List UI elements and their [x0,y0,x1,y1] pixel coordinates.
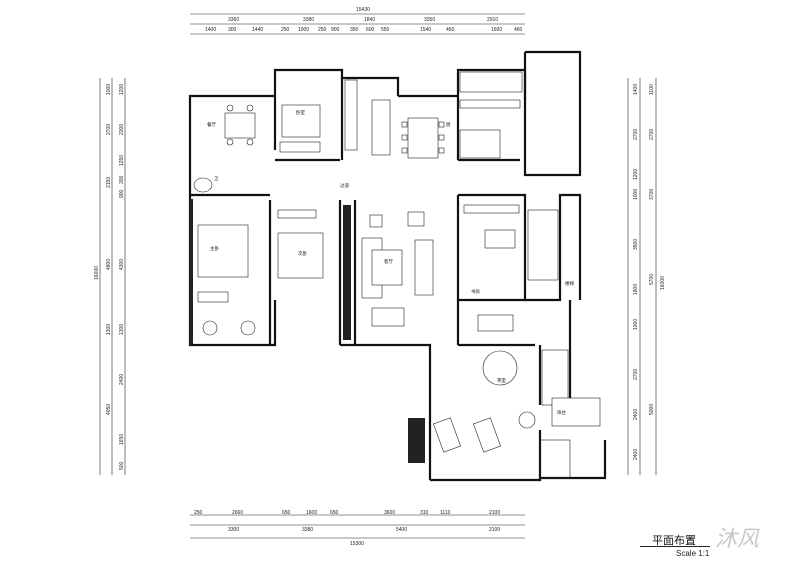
right-dim-fine: 2400 [633,449,639,460]
top-dim-fine: 250 [281,27,290,33]
top-dim-fine: 900 [331,27,340,33]
right-dim-fine: 1800 [633,284,639,295]
left-dim-fine: 1300 [119,324,125,335]
bottom-dim: 3600 [384,510,395,516]
title-block: 平面布置 Scale 1:1 [640,532,760,562]
left-dim-fine: 300 [119,175,125,184]
left-dim-fine: 1650 [119,434,125,445]
room-label-kitchen: 厨 [446,122,451,128]
top-dim: 3380 [303,17,314,23]
room-label-dining-small: 餐厅 [207,121,216,128]
bottom-dim-2: 5400 [396,527,407,533]
right-dim: 5700 [649,274,655,285]
top-dim-fine: 300 [228,27,237,33]
top-dimension-group: 15430 3360 3380 1840 3350 2910 1400 300 … [190,7,525,35]
right-dim: 2700 [649,129,655,140]
top-dim: 3350 [424,17,435,23]
walls [188,50,607,482]
scale-label: Scale 1:1 [676,549,710,558]
right-dim-fine: 1000 [633,189,639,200]
bottom-dim: 650 [330,510,339,516]
bottom-dim: 1110 [440,510,451,516]
top-dim-fine: 350 [350,27,359,33]
title-underline [640,546,710,547]
top-dim-fine: 250 [318,27,327,33]
plan-title: 平面布置 [652,534,696,547]
bottom-overall-dim: 15300 [350,541,364,547]
top-dim-fine: 450 [446,27,455,33]
right-overall-dim: 16000 [660,276,666,290]
room-label-study: 书房 [471,288,480,295]
bottom-dim-2: 3300 [228,527,239,533]
left-dim-fine: 4300 [119,259,125,270]
left-dim-fine: 1250 [119,155,125,166]
bottom-dim: 1600 [306,510,317,516]
right-dimension-group: 16000 1100 2700 3700 5700 5000 1400 2700… [627,78,666,475]
room-label-bedroom-top: 卧室 [296,109,305,116]
room-label-terrace: 阳台 [557,409,566,416]
top-dim: 3360 [228,17,239,23]
top-dim-fine: 1440 [252,27,263,33]
top-dim-fine: 460 [514,27,523,33]
bottom-dimension-group: 250 2660 650 1600 650 3600 310 1110 2100… [190,510,525,547]
room-label-stair: 楼梯 [565,280,574,287]
left-dim-fine: 2300 [119,124,125,135]
left-dim-fine: 900 [119,189,125,198]
top-dim-fine: 600 [366,27,375,33]
right-dim-fine: 2700 [633,129,639,140]
left-dim-fine: 1200 [119,84,125,95]
left-dim-fine: 500 [119,461,125,470]
room-label-living-room: 客厅 [384,258,393,265]
watermark-logo: 沐风 [715,526,760,551]
top-dim-fine: 1600 [491,27,502,33]
top-dim: 2910 [487,17,498,23]
left-dim: 1300 [106,324,112,335]
bottom-dim: 2660 [232,510,243,516]
right-dim-fine: 1200 [633,169,639,180]
bottom-dim-2: 2100 [489,527,500,533]
top-dim-fine: 550 [381,27,390,33]
top-dim-fine: 1540 [420,27,431,33]
left-dim: 4050 [106,404,112,415]
left-dim: 2150 [106,177,112,188]
room-label-master-bedroom: 主卧 [210,245,219,252]
top-dim-fine: 1000 [298,27,309,33]
bottom-dim: 2100 [489,510,500,516]
right-dim-fine: 3500 [633,239,639,250]
left-overall-dim: 16000 [94,266,100,280]
right-dim: 5000 [649,404,655,415]
right-dim: 3700 [649,189,655,200]
top-dim: 1840 [364,17,375,23]
column-hatching [189,199,425,463]
right-dim-fine: 2400 [633,409,639,420]
right-dim-fine: 1000 [633,319,639,330]
left-dim-fine: 2400 [119,374,125,385]
furniture [193,71,601,479]
bottom-dim: 310 [420,510,429,516]
bottom-dim: 250 [194,510,203,516]
top-overall-dim: 15430 [356,7,370,13]
right-dim-fine: 2700 [633,369,639,380]
left-dimension-group: 16000 1000 2700 2150 4800 1300 4050 1200… [94,78,126,475]
bottom-dim-2: 3380 [302,527,313,533]
room-label-tea-room: 茶室 [497,377,506,384]
bottom-dim: 650 [282,510,291,516]
room-label-bedroom-mid: 次卧 [298,250,307,257]
right-dim-fine: 1400 [633,84,639,95]
left-dim: 1000 [106,84,112,95]
room-label-corridor: 过道 [340,182,349,189]
room-label-bath: 卫 [214,176,219,182]
room-labels: 餐厅 卧室 厨 过道 卫 主卧 次卧 客厅 书房 楼梯 茶室 阳台 [207,109,574,416]
top-dim-fine: 1400 [205,27,216,33]
right-dim: 1100 [649,84,655,95]
left-dim: 2700 [106,124,112,135]
left-dim: 4800 [106,259,112,270]
